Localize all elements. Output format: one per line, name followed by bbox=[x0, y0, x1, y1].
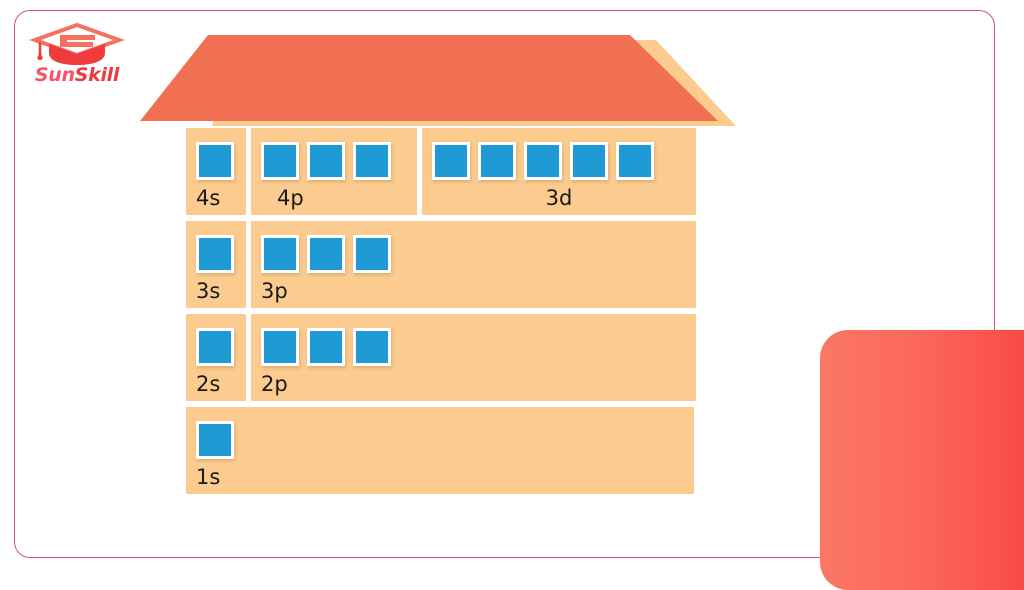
orbital-row: 2s 2p bbox=[186, 314, 696, 401]
orbital-box[interactable] bbox=[261, 142, 299, 180]
orbital-label-3d: 3d bbox=[545, 186, 573, 210]
orbital-label-2p: 2p bbox=[261, 372, 288, 396]
orbital-box[interactable] bbox=[261, 235, 299, 273]
orbital-box[interactable] bbox=[261, 328, 299, 366]
house-roof bbox=[140, 30, 750, 130]
orbital-box[interactable] bbox=[307, 328, 345, 366]
orbital-panel-3p[interactable]: 3p bbox=[251, 221, 696, 308]
orbital-box[interactable] bbox=[570, 142, 608, 180]
orbital-box[interactable] bbox=[196, 235, 234, 273]
roof-main-shape bbox=[140, 35, 718, 121]
orbital-panel-4s[interactable]: 4s bbox=[186, 128, 246, 215]
orbital-panel-3d[interactable]: 3d bbox=[422, 128, 696, 215]
orbital-label-2s: 2s bbox=[196, 372, 221, 396]
orbital-boxes-4p bbox=[251, 142, 417, 182]
orbital-row: 3s 3p bbox=[186, 221, 696, 308]
orbital-boxes-2p bbox=[251, 328, 696, 368]
orbital-box[interactable] bbox=[524, 142, 562, 180]
orbital-label-3s: 3s bbox=[196, 279, 221, 303]
orbital-label-1s: 1s bbox=[196, 465, 221, 489]
orbital-box[interactable] bbox=[478, 142, 516, 180]
orbital-label-4s: 4s bbox=[196, 186, 221, 210]
decorative-block bbox=[820, 330, 1024, 590]
orbital-diagram: 4s 4p 3d 3s bbox=[186, 128, 696, 500]
orbital-label-3p: 3p bbox=[261, 279, 288, 303]
orbital-panel-2p[interactable]: 2p bbox=[251, 314, 696, 401]
orbital-panel-3s[interactable]: 3s bbox=[186, 221, 246, 308]
orbital-row: 1s bbox=[186, 407, 696, 494]
orbital-box[interactable] bbox=[307, 142, 345, 180]
orbital-row: 4s 4p 3d bbox=[186, 128, 696, 215]
orbital-box[interactable] bbox=[616, 142, 654, 180]
orbital-boxes-3d bbox=[422, 142, 696, 182]
orbital-panel-2s[interactable]: 2s bbox=[186, 314, 246, 401]
orbital-boxes-2s bbox=[186, 328, 246, 368]
orbital-boxes-3p bbox=[251, 235, 696, 275]
orbital-box[interactable] bbox=[353, 235, 391, 273]
orbital-box[interactable] bbox=[196, 142, 234, 180]
orbital-box[interactable] bbox=[307, 235, 345, 273]
brand-logo: SunSkill bbox=[27, 22, 127, 90]
orbital-box[interactable] bbox=[196, 328, 234, 366]
orbital-boxes-3s bbox=[186, 235, 246, 275]
orbital-panel-4p[interactable]: 4p bbox=[251, 128, 417, 215]
brand-name: SunSkill bbox=[27, 64, 127, 86]
orbital-box[interactable] bbox=[353, 328, 391, 366]
orbital-box[interactable] bbox=[196, 421, 234, 459]
orbital-box[interactable] bbox=[353, 142, 391, 180]
graduation-cap-icon bbox=[29, 22, 125, 65]
brand-name-part2: Skill bbox=[74, 64, 120, 86]
orbital-box[interactable] bbox=[432, 142, 470, 180]
orbital-panel-1s[interactable]: 1s bbox=[186, 407, 694, 494]
brand-name-part1: Sun bbox=[34, 64, 75, 86]
orbital-boxes-4s bbox=[186, 142, 246, 182]
orbital-boxes-1s bbox=[186, 421, 694, 461]
orbital-label-4p: 4p bbox=[277, 186, 304, 210]
